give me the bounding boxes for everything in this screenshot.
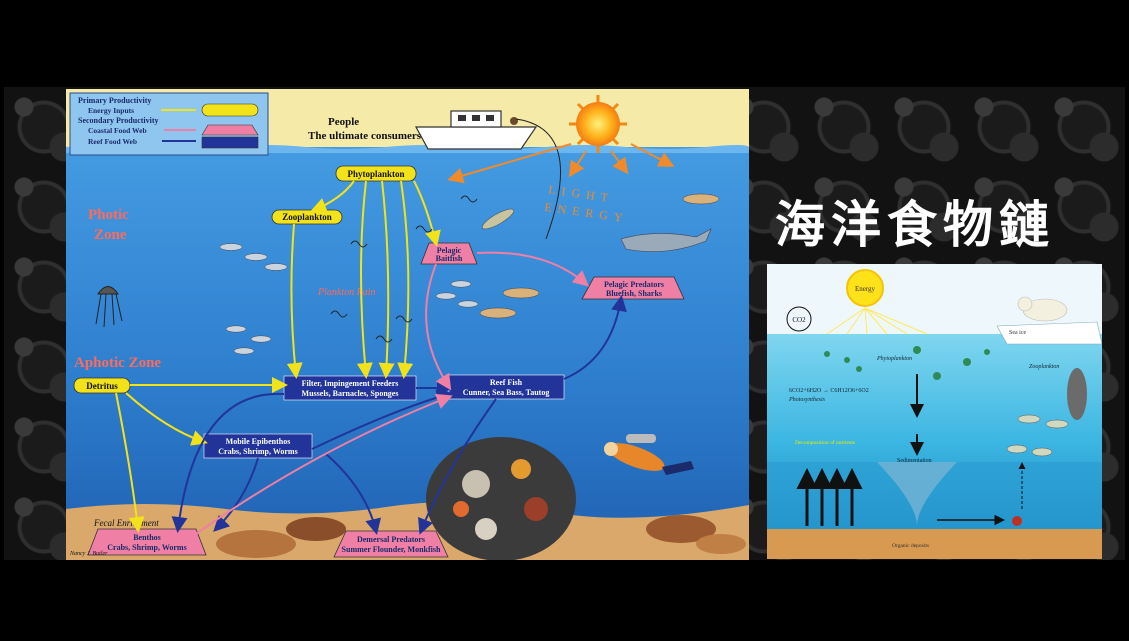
seal-icon [1067, 368, 1087, 420]
zooplankton-node [271, 209, 343, 225]
svg-text:Bluefish, Sharks: Bluefish, Sharks [606, 289, 662, 298]
sun-icon [846, 269, 884, 307]
svg-text:Photic: Photic [88, 207, 129, 223]
svg-text:Pelagic Predators: Pelagic Predators [604, 280, 664, 289]
svg-text:Energy: Energy [855, 285, 876, 293]
svg-text:Crabs, Shrimp, Worms: Crabs, Shrimp, Worms [107, 543, 186, 552]
svg-text:6CO2+6H2O → C6H12O6+6O2: 6CO2+6H2O → C6H12O6+6O2 [789, 388, 869, 394]
svg-text:Phytoplankton: Phytoplankton [876, 356, 912, 362]
svg-text:Zooplankton: Zooplankton [282, 212, 332, 222]
reef-fish-node [448, 374, 565, 400]
svg-text:Cunner, Sea Bass, Tautog: Cunner, Sea Bass, Tautog [463, 388, 550, 397]
sea-floor [767, 529, 1102, 559]
svg-text:Primary Productivity: Primary Productivity [78, 96, 151, 105]
svg-text:People: People [328, 116, 359, 128]
svg-text:Summer Flounder, Monkfish: Summer Flounder, Monkfish [342, 545, 441, 554]
jellyfish-icon [95, 286, 123, 328]
sea-ice [996, 321, 1102, 345]
reef-icon [426, 437, 576, 560]
svg-text:Sedimentation: Sedimentation [897, 458, 932, 464]
fish-icons [219, 193, 720, 355]
benthos-node [87, 528, 207, 556]
svg-text:Sea ice: Sea ice [1009, 330, 1026, 336]
arctic-food-chain-diagram: Energy CO2 Sea ice Phytoplankton Zooplan… [767, 264, 1102, 559]
upwelling-arrows [796, 468, 863, 526]
svg-text:Baitfish: Baitfish [436, 254, 463, 263]
sun-icon [569, 95, 627, 153]
pelagic-baitfish-node [420, 242, 478, 265]
diver-icon [604, 434, 694, 475]
svg-text:Nancy J. Butler: Nancy J. Butler [69, 551, 108, 557]
svg-text:Crabs, Shrimp, Worms: Crabs, Shrimp, Worms [218, 447, 297, 456]
svg-text:Phytoplankton: Phytoplankton [347, 169, 404, 179]
svg-text:Reef Fish: Reef Fish [490, 378, 523, 387]
svg-text:Organic deposits: Organic deposits [892, 543, 929, 549]
svg-text:Zooplankton: Zooplankton [1029, 364, 1059, 370]
svg-text:Pelagic: Pelagic [437, 246, 462, 255]
mobile-epibenthos-node [203, 433, 313, 459]
shark-icon [620, 228, 712, 252]
boat-icon [414, 110, 561, 240]
svg-text:Benthos: Benthos [133, 533, 161, 542]
coastal-food-web-diagram: Primary Productivity Energy Inputs Secon… [66, 89, 749, 560]
svg-text:Aphotic Zone: Aphotic Zone [74, 355, 161, 371]
svg-text:Mobile Epibenthos: Mobile Epibenthos [226, 437, 291, 446]
svg-text:Photosynthesis: Photosynthesis [788, 397, 826, 403]
svg-text:Energy Inputs: Energy Inputs [88, 106, 134, 115]
page-title: 海洋食物鏈 [775, 196, 1055, 254]
svg-text:Demersal Predators: Demersal Predators [357, 535, 425, 544]
svg-text:Reef Food Web: Reef Food Web [88, 137, 137, 146]
demersal-predators-node [333, 530, 449, 558]
pelagic-predators-node [581, 276, 685, 300]
fish-icons [1006, 414, 1069, 457]
svg-text:Filter, Impingement Feeders: Filter, Impingement Feeders [302, 379, 399, 388]
svg-text:Coastal Food Web: Coastal Food Web [88, 126, 147, 135]
phytoplankton-icons [824, 346, 990, 380]
plankton-icons [330, 195, 478, 343]
svg-text:Mussels, Barnacles, Sponges: Mussels, Barnacles, Sponges [302, 389, 399, 398]
svg-text:Zone: Zone [94, 227, 127, 243]
co2-cycle-icon [786, 306, 812, 332]
svg-text:Detritus: Detritus [86, 381, 118, 391]
svg-text:Plankton Rain: Plankton Rain [317, 287, 376, 298]
svg-text:CO2: CO2 [792, 316, 806, 324]
filter-feeders-node [283, 375, 417, 401]
crab-icon [1012, 516, 1022, 526]
phytoplankton-node [335, 165, 417, 182]
svg-text:The ultimate consumers: The ultimate consumers [308, 130, 422, 142]
svg-text:Decomposition of nutrients: Decomposition of nutrients [795, 439, 855, 446]
svg-text:Secondary Productivity: Secondary Productivity [78, 116, 159, 125]
svg-text:Fecal Enrichment: Fecal Enrichment [93, 518, 159, 528]
